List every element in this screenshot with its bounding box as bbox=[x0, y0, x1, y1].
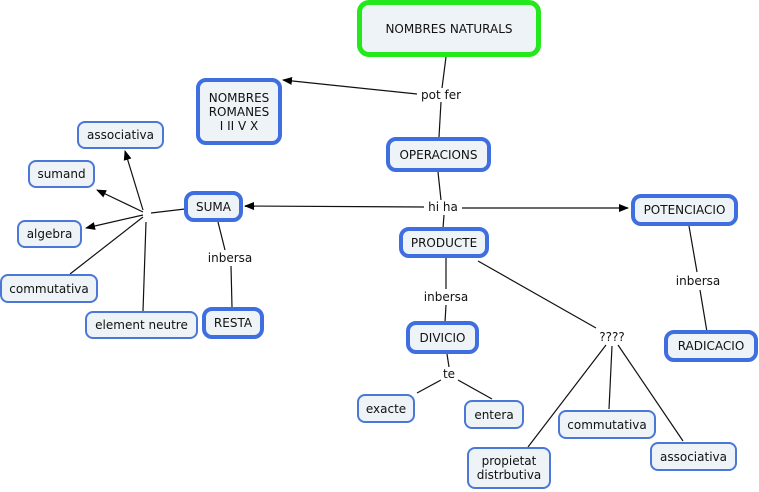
node-label: OPERACIONS bbox=[399, 147, 478, 162]
node-label: RESTA bbox=[213, 316, 253, 330]
link-label-inbersa-suma[interactable]: inbersa bbox=[205, 251, 255, 265]
node-label: algebra bbox=[26, 227, 73, 241]
node-element-neutre[interactable]: element neutre bbox=[85, 311, 198, 339]
node-label: associativa bbox=[87, 128, 154, 142]
link-producte-questions bbox=[477, 260, 597, 329]
link-potfer-operacions bbox=[438, 101, 442, 138]
node-label: sumand bbox=[37, 167, 86, 181]
link-hub-sumand bbox=[96, 189, 144, 213]
link-potfer-romanes bbox=[282, 76, 418, 95]
link-label-blank-hub[interactable] bbox=[145, 207, 149, 219]
node-label: PRODUCTE bbox=[410, 235, 478, 250]
node-label: associativa bbox=[660, 449, 727, 464]
node-divicio[interactable]: DIVICIO bbox=[406, 321, 479, 354]
node-label: propietat distrbutiva bbox=[476, 454, 542, 482]
node-suma[interactable]: SUMA bbox=[184, 191, 243, 222]
node-label: exacte bbox=[365, 401, 407, 416]
link-te-entera bbox=[457, 379, 493, 400]
link-naturals-potfer bbox=[441, 56, 447, 89]
node-label: entera bbox=[474, 407, 514, 422]
link-hiha-suma bbox=[244, 202, 425, 211]
node-associativa-suma[interactable]: associativa bbox=[77, 121, 164, 149]
node-producte[interactable]: PRODUCTE bbox=[399, 227, 489, 258]
node-resta[interactable]: RESTA bbox=[202, 307, 264, 339]
node-label: POTENCIACIO bbox=[643, 203, 726, 217]
node-label: element neutre bbox=[95, 318, 188, 332]
node-operacions[interactable]: OPERACIONS bbox=[386, 137, 491, 172]
node-label: commutativa bbox=[9, 281, 89, 296]
node-commutativa-prod[interactable]: commutativa bbox=[558, 410, 656, 439]
link-inbersa-divicio bbox=[444, 304, 447, 323]
link-hub-associativa bbox=[123, 150, 144, 211]
link-divicio-te bbox=[446, 353, 450, 368]
link-inbersa-radicacio bbox=[699, 289, 708, 333]
node-label: RADICACIO bbox=[677, 339, 745, 353]
link-label-hi-ha[interactable]: hi ha bbox=[426, 200, 460, 214]
link-label-inbersa-potenciacio[interactable]: inbersa bbox=[673, 274, 723, 288]
node-nombres-naturals[interactable]: NOMBRES NATURALS bbox=[357, 0, 541, 57]
link-te-exacte bbox=[416, 379, 442, 394]
link-inbersa-resta bbox=[230, 265, 233, 308]
link-hub-commutativa bbox=[69, 216, 144, 275]
link-label-te[interactable]: te bbox=[440, 367, 458, 381]
node-associativa-prod[interactable]: associativa bbox=[650, 442, 737, 471]
link-potenciacio-inbersa bbox=[688, 225, 698, 273]
link-hub-elementneutre bbox=[142, 221, 147, 312]
node-propietat-distributiva[interactable]: propietat distrbutiva bbox=[467, 447, 551, 489]
node-sumand[interactable]: sumand bbox=[28, 160, 95, 188]
link-label-pot-fer[interactable]: pot fer bbox=[418, 88, 464, 102]
link-questions-distributiva bbox=[527, 344, 607, 448]
link-questions-associativa bbox=[617, 344, 684, 442]
link-suma-inbersa bbox=[217, 221, 226, 251]
node-exacte[interactable]: exacte bbox=[357, 394, 415, 423]
link-label-questions[interactable]: ???? bbox=[597, 330, 627, 344]
node-potenciacio[interactable]: POTENCIACIO bbox=[631, 194, 738, 226]
node-label: NOMBRES ROMANES I II V X bbox=[208, 90, 270, 133]
node-label: commutativa bbox=[567, 417, 647, 432]
link-label-inbersa-producte[interactable]: inbersa bbox=[421, 290, 471, 304]
node-nombres-romanes[interactable]: NOMBRES ROMANES I II V X bbox=[196, 78, 282, 145]
link-hub-algebra bbox=[85, 214, 144, 230]
node-entera[interactable]: entera bbox=[464, 400, 524, 429]
node-commutativa-suma[interactable]: commutativa bbox=[0, 274, 98, 303]
node-radicacio[interactable]: RADICACIO bbox=[664, 330, 758, 362]
link-suma-hub bbox=[150, 208, 186, 214]
link-hiha-producte bbox=[442, 214, 445, 229]
link-questions-commutativa bbox=[608, 345, 613, 410]
node-label: NOMBRES NATURALS bbox=[385, 21, 513, 36]
node-algebra[interactable]: algebra bbox=[17, 220, 82, 248]
link-operacions-hiha bbox=[437, 171, 442, 201]
node-label: SUMA bbox=[196, 199, 231, 214]
node-label: DIVICIO bbox=[419, 330, 466, 345]
